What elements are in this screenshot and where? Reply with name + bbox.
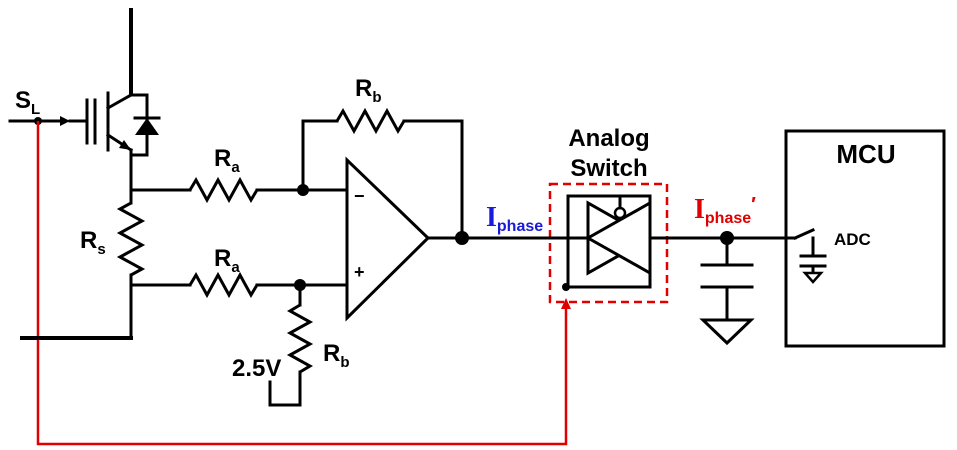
inverting-node xyxy=(297,184,309,196)
opamp-output-node xyxy=(455,231,469,245)
ra-bottom-label: Ra xyxy=(214,245,240,276)
iphase-label: Iphase xyxy=(486,202,543,235)
resistor-rs xyxy=(116,190,146,340)
iphase-prime-label: Iphase′ xyxy=(694,194,756,227)
igbt-transistor xyxy=(8,8,161,194)
resistor-ra-top xyxy=(129,176,349,204)
resistor-ra-bottom xyxy=(129,271,349,299)
sl-label: SL xyxy=(15,87,40,118)
analog-switch-label-line1: Analog xyxy=(568,125,649,152)
resistor-rb-feedback xyxy=(301,107,464,240)
opamp-plus-label: + xyxy=(354,262,365,282)
mcu-label: MCU xyxy=(836,139,895,169)
adc-label: ADC xyxy=(834,230,871,249)
vref-label: 2.5V xyxy=(232,355,281,382)
adc-sampling-switch xyxy=(784,228,827,284)
rs-label: Rs xyxy=(80,227,106,258)
resistor-rb-bottom xyxy=(268,283,314,407)
switch-control-node xyxy=(562,283,570,291)
analog-switch-box xyxy=(548,182,669,304)
transmission-gate xyxy=(546,194,654,289)
opamp-minus-label: − xyxy=(354,186,365,206)
analog-switch-label-line2: Switch xyxy=(570,155,647,182)
filter-capacitor xyxy=(699,236,755,346)
ra-top-label: Ra xyxy=(214,145,240,176)
rb-bottom-label: Rb xyxy=(323,340,350,371)
control-signal-line xyxy=(36,121,568,446)
op-amp xyxy=(345,156,550,322)
noninverting-node xyxy=(294,279,306,291)
control-arrow xyxy=(561,298,571,309)
rb-top-label: Rb xyxy=(355,75,382,106)
